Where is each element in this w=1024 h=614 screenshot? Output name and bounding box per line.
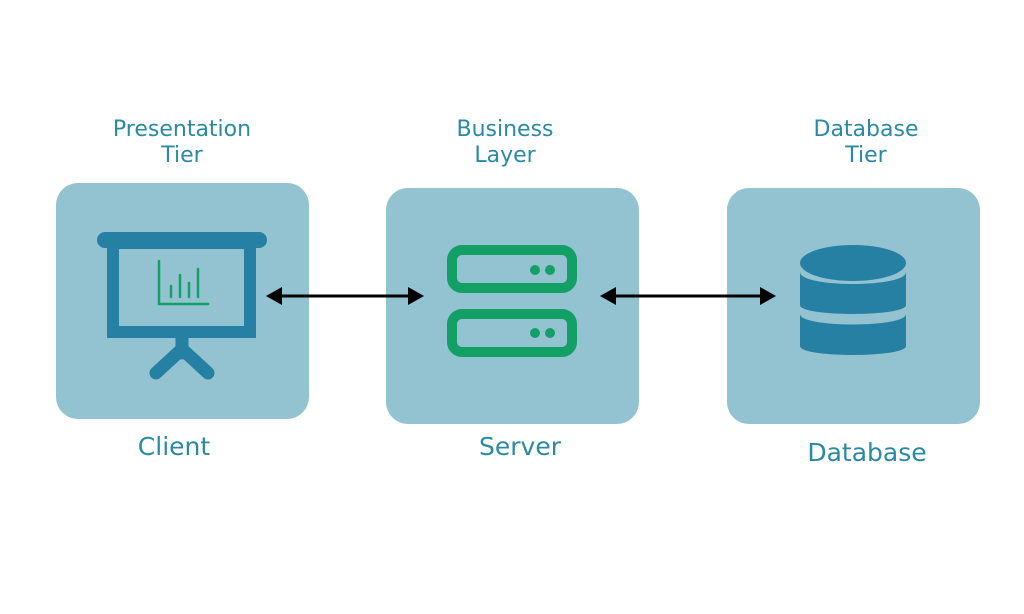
business-layer-box (386, 188, 639, 424)
presentation-tier-title-line2: Tier (161, 143, 203, 168)
business-layer-title-line2: Layer (474, 143, 536, 168)
presentation-board-icon (97, 232, 267, 380)
database-tier-title: Database Tier (756, 117, 976, 169)
database-caption: Database (807, 438, 927, 467)
database-tier-title-line2: Tier (845, 143, 887, 168)
client-server-arrow (266, 287, 424, 305)
database-tier-box (727, 188, 980, 424)
business-layer-title-line1: Business (456, 117, 554, 142)
database-icon (800, 245, 906, 355)
presentation-tier-title: Presentation Tier (72, 117, 292, 169)
server-database-arrow (600, 287, 776, 305)
client-caption: Client (137, 432, 211, 461)
server-icon (447, 245, 577, 357)
business-layer-title: Business Layer (395, 117, 615, 169)
presentation-tier-title-line1: Presentation (112, 117, 252, 142)
server-caption: Server (479, 432, 561, 461)
presentation-tier-box (56, 183, 309, 419)
database-tier-title-line1: Database (813, 117, 919, 142)
